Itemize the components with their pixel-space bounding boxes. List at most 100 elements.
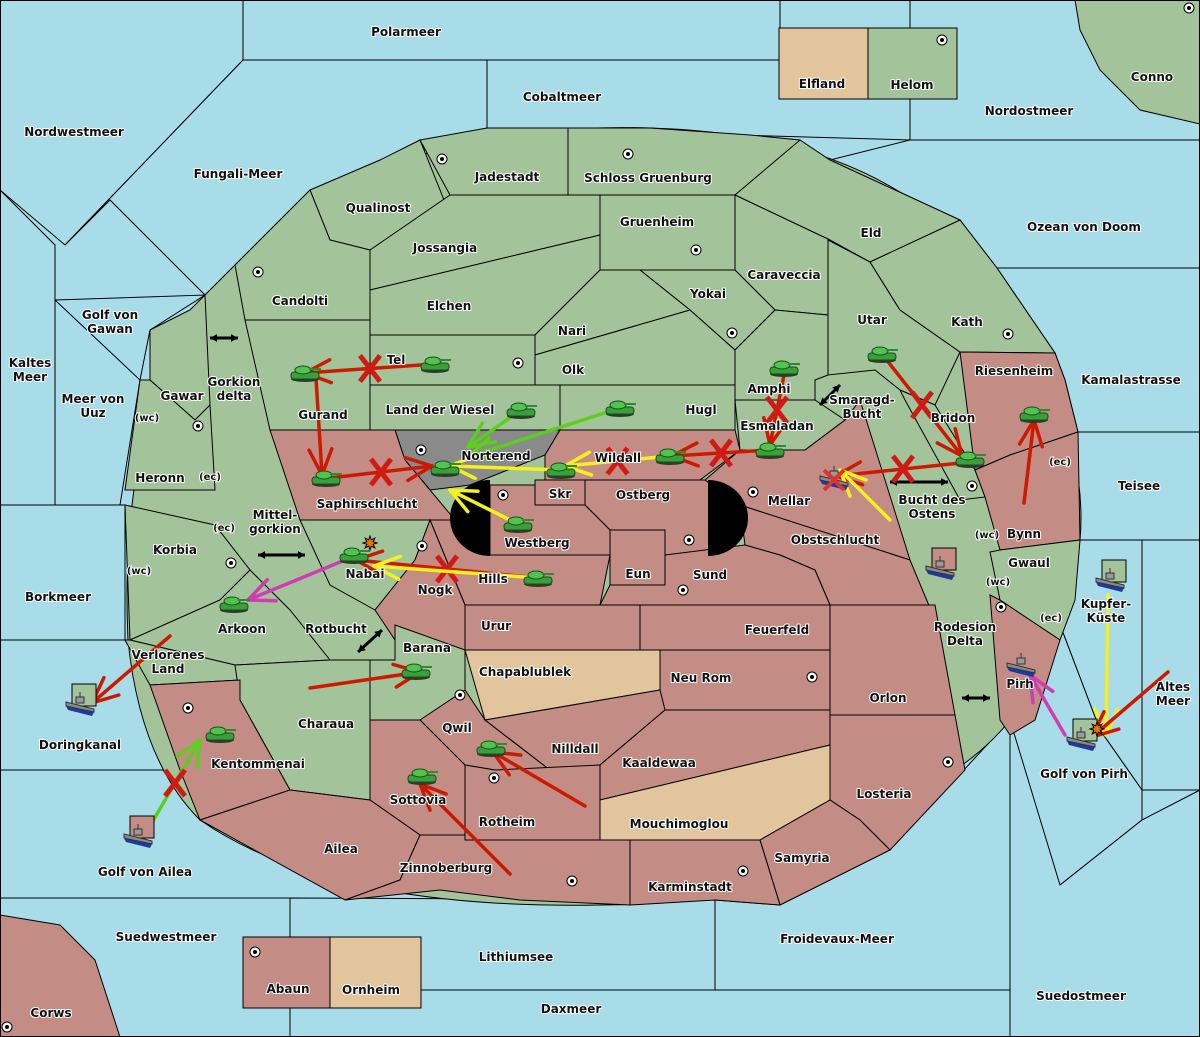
territory-conno[interactable] — [1074, 0, 1200, 125]
army-unit-icon[interactable] — [506, 402, 537, 419]
sea-label-suedwestmeer: Suedwestmeer — [116, 930, 217, 944]
fleet-unit-icon[interactable] — [925, 547, 957, 580]
army-unit-icon[interactable] — [339, 534, 379, 564]
territory-label-westberg: Westberg — [504, 536, 569, 550]
army-unit-icon[interactable] — [219, 596, 250, 613]
army-unit-icon[interactable] — [503, 516, 534, 533]
army-unit-icon[interactable] — [523, 570, 554, 587]
army-unit-icon[interactable] — [546, 462, 577, 479]
army-unit-icon[interactable] — [420, 356, 451, 373]
supply-center-icon — [737, 865, 749, 877]
strait-arrow-icon — [962, 694, 990, 702]
army-unit-icon[interactable] — [407, 768, 438, 785]
army-unit-icon[interactable] — [755, 442, 786, 459]
failed-order-x-icon — [358, 353, 382, 384]
sea-kaltes-meer[interactable] — [0, 189, 56, 506]
supply-center-icon — [1002, 328, 1014, 340]
supply-center-icon — [966, 480, 978, 492]
label-layer: PolarmeerCobaltmeerNordwestmeerFungali-M… — [8, 24, 1191, 1021]
supply-center-icon — [192, 420, 204, 432]
army-unit-icon[interactable] — [476, 740, 507, 757]
army-unit-icon[interactable] — [867, 346, 898, 363]
territory-heronn[interactable] — [124, 379, 216, 491]
territory-label-kaaldewaa: Kaaldewaa — [622, 756, 696, 770]
territory-label-rotheim: Rotheim — [479, 815, 536, 829]
fleet-unit-icon[interactable] — [1095, 559, 1127, 592]
strait-arrow-icon — [258, 551, 305, 559]
fleet-unit-icon[interactable] — [819, 466, 849, 492]
territory-label-wildall: Wildall — [595, 451, 641, 465]
sea-label-teisee: Teisee — [1118, 479, 1160, 493]
army-unit-icon[interactable] — [290, 365, 321, 382]
sea-altes-meer[interactable] — [1141, 539, 1200, 791]
territory-label-gawar: Gawar — [160, 389, 203, 403]
fleet-unit-icon[interactable] — [123, 815, 155, 848]
territory-label-saphirschlucht: Saphirschlucht — [317, 497, 418, 511]
army-unit-icon[interactable] — [1019, 406, 1050, 423]
fleet-unit-icon[interactable] — [65, 683, 97, 716]
territory-corws[interactable] — [0, 914, 121, 1037]
sea-label-daxmeer: Daxmeer — [541, 1002, 602, 1016]
coast-marker: (wc) — [986, 577, 1010, 588]
territory-label-land-wiesel: Land der Wiesel — [386, 403, 495, 417]
order-support-arrow — [448, 488, 520, 526]
sea-label-ozean-doom: Ozean von Doom — [1027, 220, 1141, 234]
supply-center-icon — [488, 772, 500, 784]
territory-label-chapablublek: Chapablublek — [479, 665, 572, 679]
army-unit-icon[interactable] — [430, 460, 461, 477]
army-unit-icon[interactable] — [401, 663, 432, 680]
territory-gruenheim[interactable] — [599, 194, 736, 271]
sea-suedostmeer[interactable] — [1009, 719, 1200, 1037]
supply-center-icon — [747, 486, 759, 498]
territory-pirh[interactable] — [989, 594, 1061, 736]
sea-polarmeer[interactable] — [242, 0, 781, 61]
territory-ornheim[interactable] — [329, 936, 422, 1009]
fleet-unit-icon[interactable] — [1066, 718, 1106, 751]
territory-label-esmaladan: Esmaladan — [740, 419, 813, 433]
army-unit-icon[interactable] — [769, 360, 800, 377]
sea-label-polarmeer: Polarmeer — [371, 25, 441, 39]
supply-center-icon — [995, 601, 1007, 613]
territory-label-elchen: Elchen — [427, 299, 472, 313]
sea-label-nordostmeer: Nordostmeer — [985, 104, 1074, 118]
territory-label-eun: Eun — [625, 567, 650, 581]
territory-zinnoberburg[interactable] — [344, 834, 631, 906]
order-convoy-arrow — [246, 558, 347, 603]
army-unit-icon[interactable] — [205, 726, 236, 743]
army-unit-icon[interactable] — [655, 448, 686, 465]
territory-helom[interactable] — [867, 27, 958, 100]
supply-center-icon — [566, 875, 578, 887]
fleet-unit-icon[interactable] — [1006, 653, 1036, 677]
strait-arrow-icon — [818, 383, 842, 407]
supply-center-icon — [454, 689, 466, 701]
order-move-arrow — [328, 455, 434, 487]
supply-center-icon — [726, 327, 738, 339]
sea-label-doringkanal: Doringkanal — [39, 738, 121, 752]
coast-marker: (wc) — [127, 566, 151, 577]
sea-label-suedostmeer: Suedostmeer — [1036, 989, 1126, 1003]
territory-label-amphi: Amphi — [747, 382, 790, 396]
territory-karminstadt[interactable] — [629, 839, 781, 906]
supply-center-icon — [942, 756, 954, 768]
failed-order-x-icon — [910, 390, 934, 420]
supply-center-icon — [249, 946, 261, 958]
territory-label-eld: Eld — [861, 226, 882, 240]
army-unit-icon[interactable] — [605, 400, 636, 417]
sea-label-kamalastrasse: Kamalastrasse — [1081, 373, 1181, 387]
army-unit-icon[interactable] — [311, 470, 342, 487]
supply-center-icon — [677, 584, 689, 596]
territory-label-nabai: Nabai — [346, 567, 385, 581]
sea-label-froidevaux: Froidevaux-Meer — [780, 932, 894, 946]
territory-label-abaun: Abaun — [266, 982, 309, 996]
army-unit-icon[interactable] — [955, 451, 986, 468]
supply-center-icon — [690, 244, 702, 256]
sea-label-lithiumsee: Lithiumsee — [479, 950, 554, 964]
territory-label-qualinost: Qualinost — [346, 201, 411, 215]
sea-borkmeer[interactable] — [0, 504, 126, 641]
order-move-arrow — [1017, 418, 1045, 505]
